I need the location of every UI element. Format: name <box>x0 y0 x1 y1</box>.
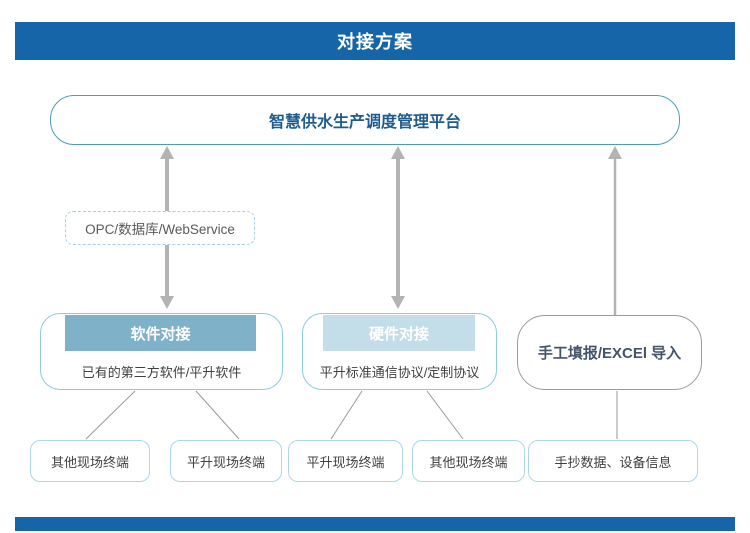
software-branch-title: 软件对接 <box>130 325 191 343</box>
platform-box: 智慧供水生产调度管理平台 <box>50 95 680 145</box>
terminal-connector-lines <box>85 390 618 440</box>
hardware-branch-title: 硬件对接 <box>368 325 429 343</box>
bidirectional-arrow-hardware <box>391 146 405 309</box>
terminal-label: 手抄数据、设备信息 <box>554 454 672 470</box>
upward-arrow-manual <box>608 146 622 315</box>
hardware-branch-subtitle: 平升标准通信协议/定制协议 <box>319 365 480 380</box>
terminal-box-pingsheng-2: 平升现场终端 <box>288 440 403 482</box>
terminal-label: 平升现场终端 <box>186 454 265 470</box>
software-branch-subtitle: 已有的第三方软件/平升软件 <box>81 365 242 380</box>
hardware-branch-header: 硬件对接 <box>323 315 475 351</box>
terminal-box-pingsheng-1: 平升现场终端 <box>170 440 282 482</box>
terminal-label: 平升现场终端 <box>306 454 385 470</box>
manual-entry-box: 手工填报/EXCEl 导入 <box>517 315 702 390</box>
software-branch-header: 软件对接 <box>65 315 256 351</box>
protocol-label: OPC/数据库/WebService <box>85 222 235 237</box>
terminal-box-other-2: 其他现场终端 <box>412 440 525 482</box>
protocol-label-box: OPC/数据库/WebService <box>65 211 255 245</box>
title-bar: 对接方案 <box>15 22 735 60</box>
terminal-box-other-1: 其他现场终端 <box>30 440 150 482</box>
manual-entry-label: 手工填报/EXCEl 导入 <box>537 345 682 362</box>
footer-bar <box>15 517 735 531</box>
terminal-box-manual-data: 手抄数据、设备信息 <box>528 440 698 482</box>
slide-title: 对接方案 <box>337 32 413 52</box>
platform-label: 智慧供水生产调度管理平台 <box>268 114 461 131</box>
terminal-label: 其他现场终端 <box>50 454 129 470</box>
terminal-label: 其他现场终端 <box>429 454 508 470</box>
hardware-branch-box: 硬件对接 平升标准通信协议/定制协议 <box>302 313 497 390</box>
software-branch-box: 软件对接 已有的第三方软件/平升软件 <box>40 313 283 390</box>
